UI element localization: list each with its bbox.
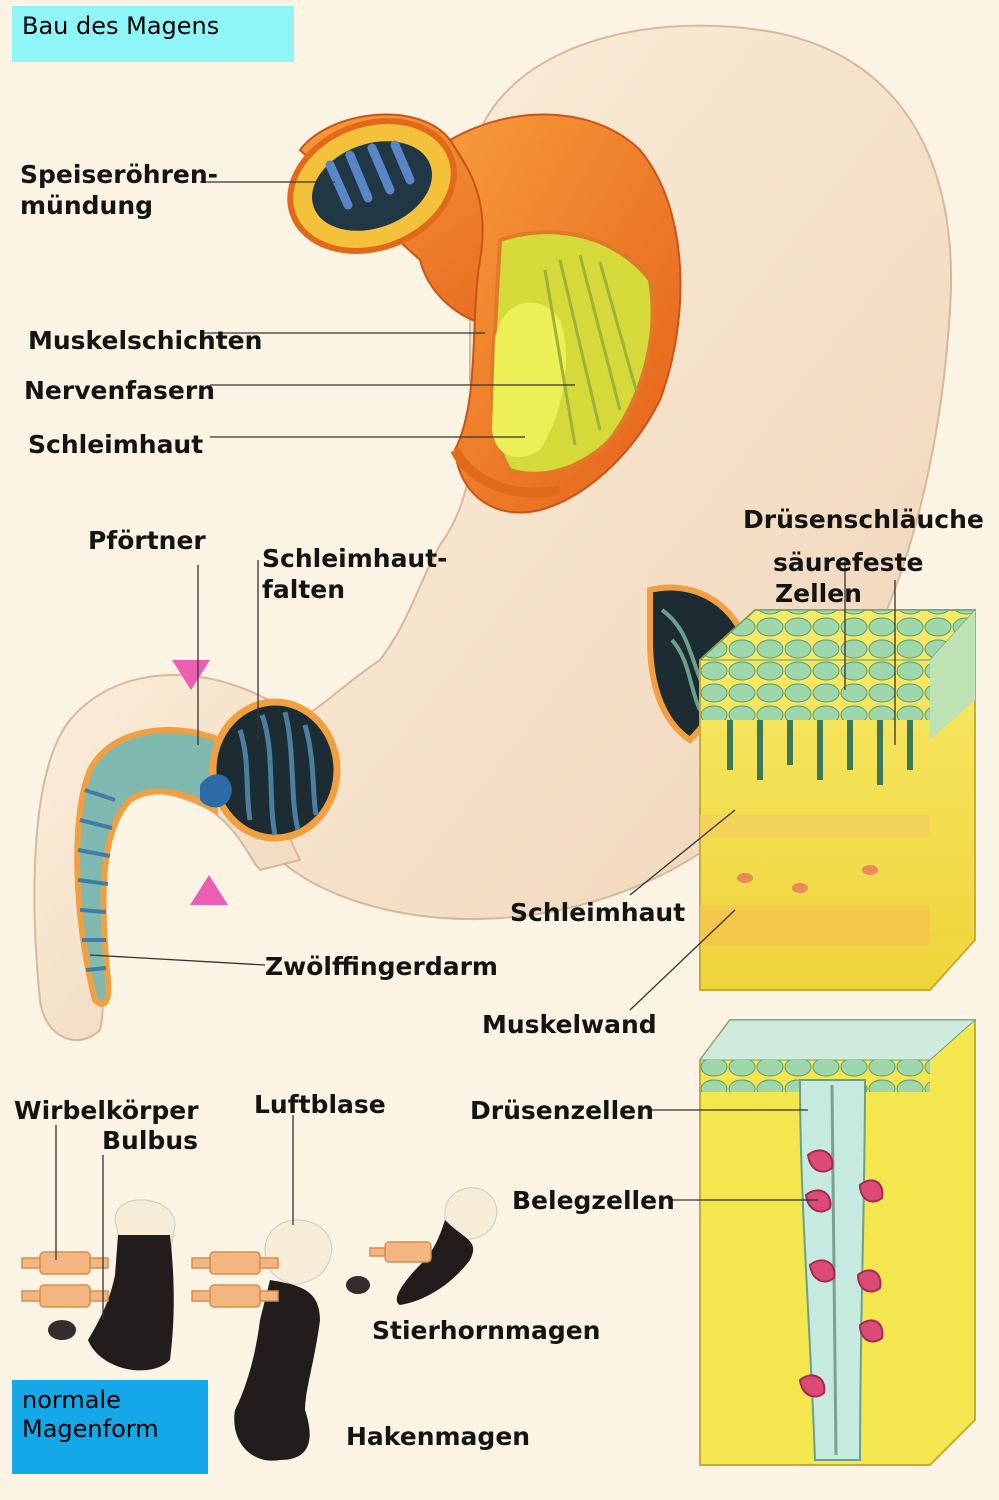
label-mucosa-right: Schleimhaut <box>510 898 686 927</box>
duodenum-folds <box>77 788 116 972</box>
label-duodenum: Zwölffingerdarm <box>265 952 498 981</box>
page-title: Bau des Magens <box>12 6 294 62</box>
label-mucosa-folds-line-2: falten <box>262 574 346 604</box>
label-mucosa-folds-line-1: Schleimhaut- <box>262 544 448 573</box>
mucosa-inner <box>492 302 567 458</box>
mucosa-folds <box>237 711 319 836</box>
label-mucosa-folds: Schleimhaut- falten <box>262 544 448 605</box>
label-bulbus: Bulbus <box>102 1126 198 1155</box>
label-acid-line-1: säurefeste <box>773 548 924 577</box>
label-esophagus-opening: Speiseröhren- mündung <box>20 160 218 221</box>
label-esophagus-line-2: mündung <box>20 190 154 220</box>
label-air-bubble: Luftblase <box>254 1090 386 1119</box>
label-steerhorn-stomach: Stierhornmagen <box>372 1316 601 1345</box>
pylorus-marker-bottom <box>190 875 228 905</box>
leader-lines <box>55 181 896 1320</box>
xray-steerhorn <box>346 1187 498 1305</box>
label-nerve-fibers: Nervenfasern <box>24 376 215 405</box>
nerve-fibers <box>543 254 638 446</box>
xray-normal <box>48 1199 176 1371</box>
label-esophagus-line-1: Speiseröhren- <box>20 160 219 189</box>
label-muscle-wall: Muskelwand <box>482 1010 657 1039</box>
duodenum-lumen <box>74 727 224 1007</box>
label-acid-line-2: Zellen <box>775 578 862 608</box>
label-muscle-layers: Muskelschichten <box>28 326 263 355</box>
normal-stomach-caption: normale Magenform <box>12 1380 208 1474</box>
label-gland-cells: Drüsenzellen <box>470 1096 654 1125</box>
pylorus-marker-top <box>172 660 210 690</box>
pylorus-ring <box>200 774 232 808</box>
label-pylorus: Pförtner <box>88 526 206 555</box>
normal-caption-line-2: Magenform <box>22 1414 159 1443</box>
label-gland-tubes: Drüsenschläuche <box>743 505 984 534</box>
mucosa-edge <box>450 447 561 498</box>
xray-hook <box>234 1219 333 1461</box>
normal-caption-line-1: normale <box>22 1386 121 1414</box>
label-acid-resistant-cells: säurefeste Zellen <box>773 548 923 609</box>
label-parietal-cells: Belegzellen <box>512 1186 675 1215</box>
tissue-block <box>698 609 977 991</box>
label-hook-stomach: Hakenmagen <box>346 1422 531 1451</box>
vertebrae <box>21 1241 432 1308</box>
label-vertebral-body: Wirbelkörper <box>14 1096 199 1125</box>
esophagus-folds <box>325 140 415 210</box>
gland-block <box>699 1019 977 1466</box>
label-mucosa-top: Schleimhaut <box>28 430 204 459</box>
